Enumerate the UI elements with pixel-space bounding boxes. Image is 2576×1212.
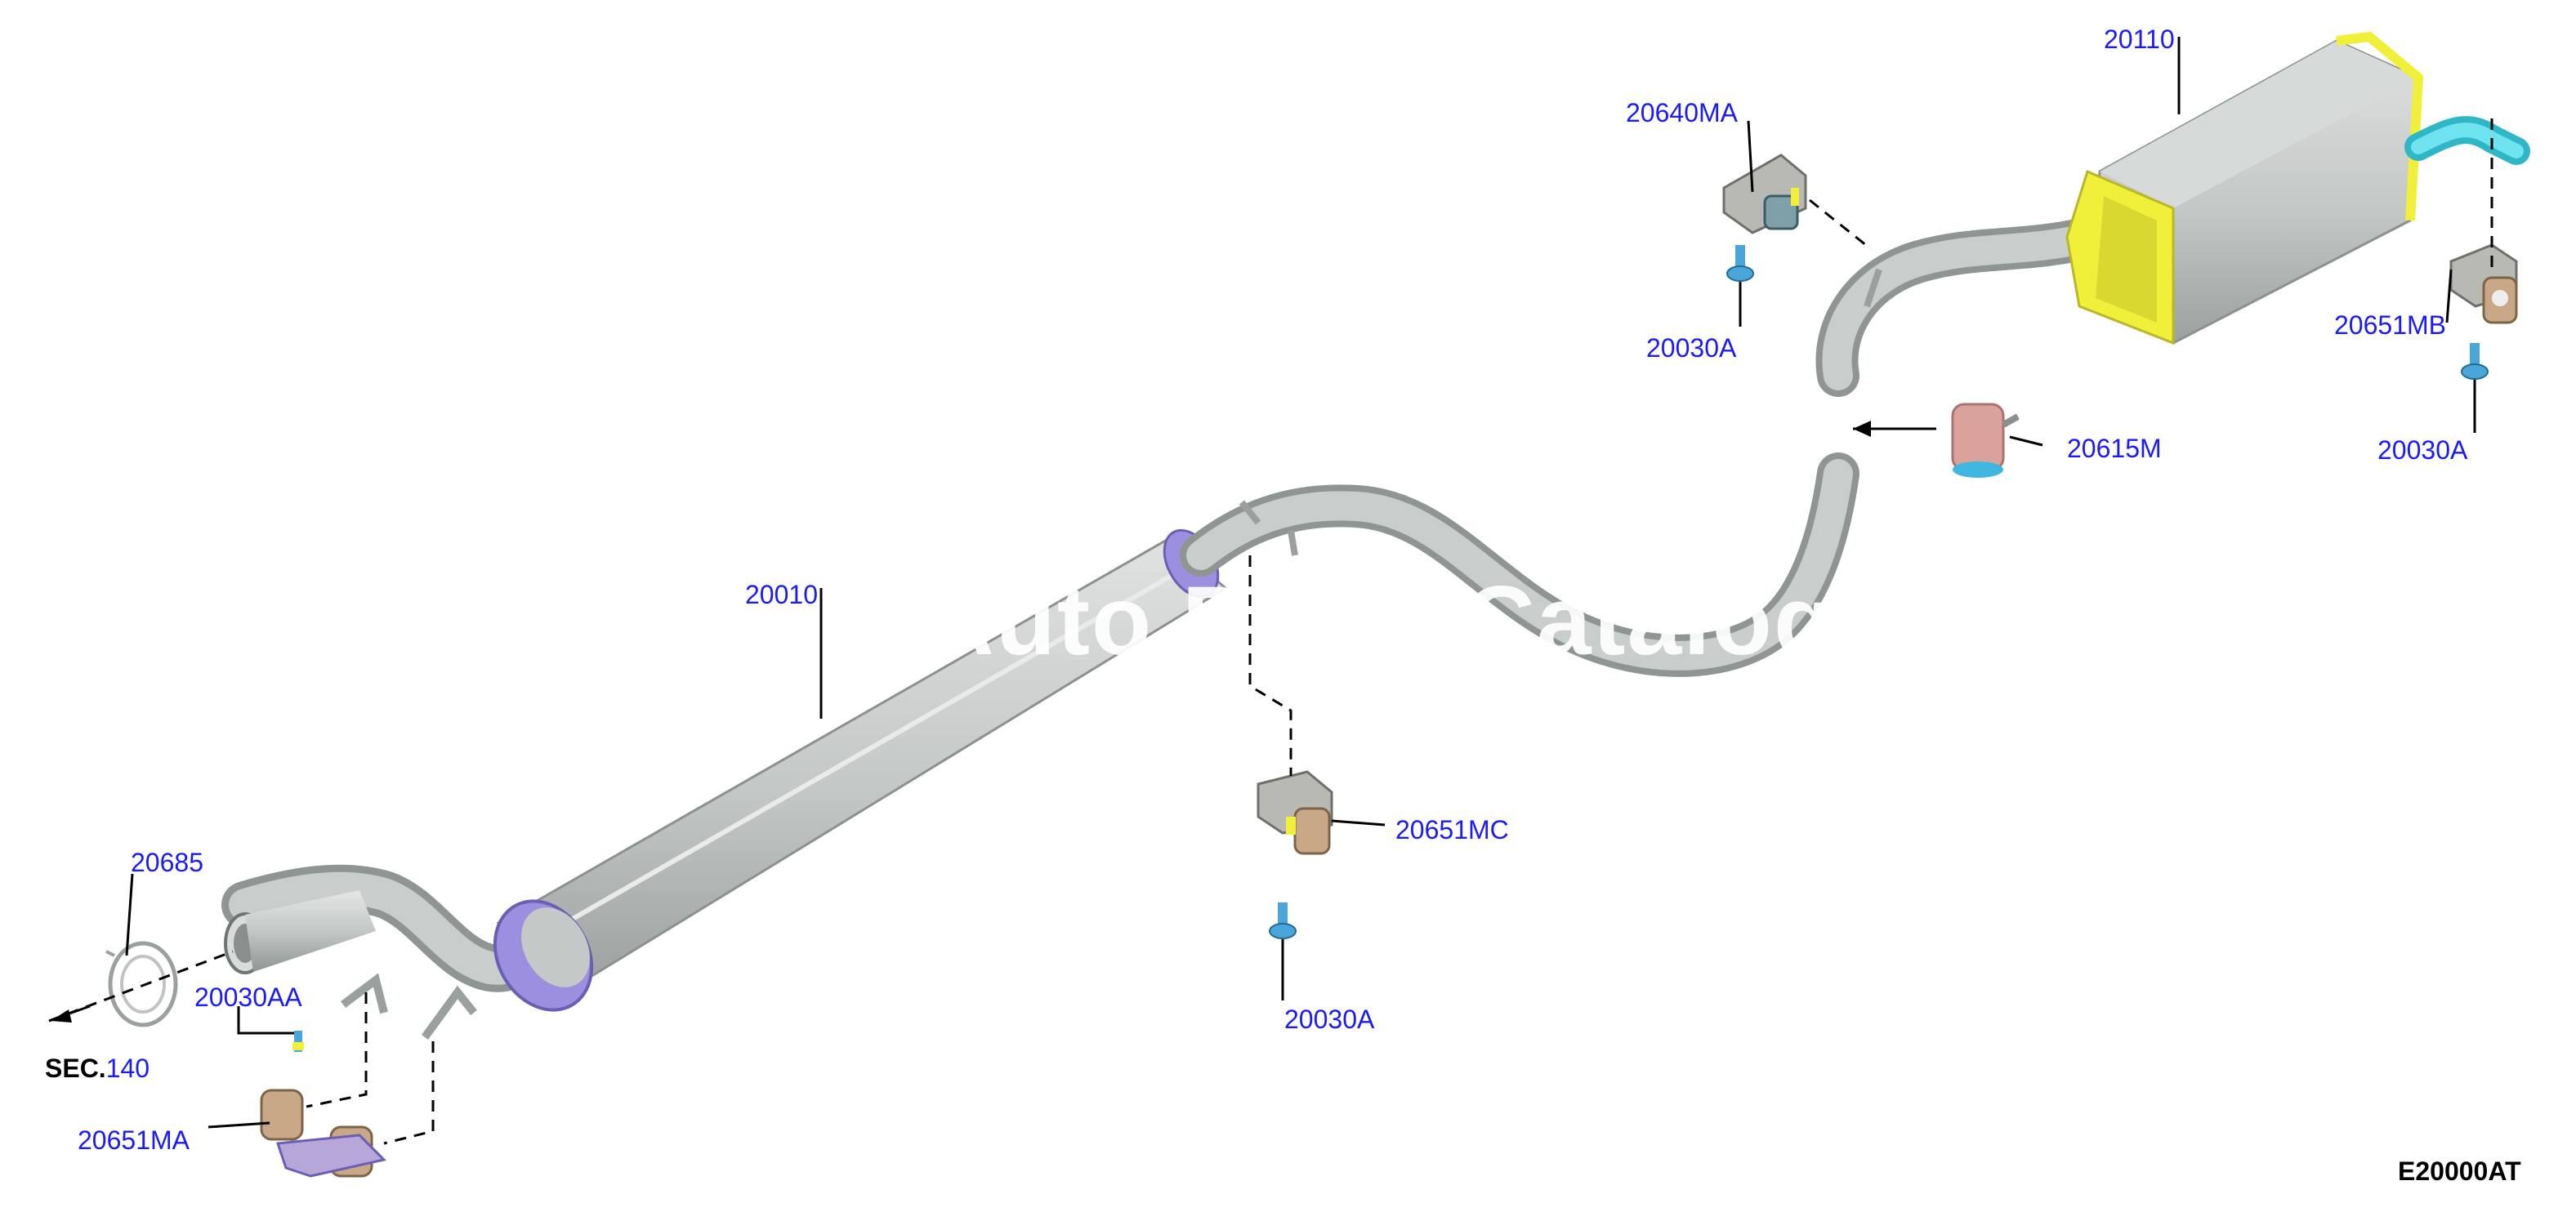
hanger-20651mb — [2449, 243, 2518, 324]
center-muffler-assembly — [221, 528, 1228, 1040]
hanger-20651ma — [260, 1089, 386, 1178]
label-20030aa[interactable]: 20030AA — [194, 983, 302, 1012]
bracket-20640ma — [1722, 154, 1807, 234]
label-20030a-right[interactable]: 20030A — [2377, 435, 2468, 465]
label-20615m[interactable]: 20615M — [2067, 434, 2162, 463]
clamp-20615m — [1853, 403, 2020, 478]
label-20685[interactable]: 20685 — [131, 848, 203, 877]
label-20651mb[interactable]: 20651MB — [2334, 310, 2446, 340]
label-20010[interactable]: 20010 — [745, 580, 818, 609]
rear-muffler-assembly — [1815, 31, 2530, 397]
assembly-dashes — [48, 118, 2493, 1145]
bolt-20030aa — [292, 1031, 304, 1052]
intermediate-pipe — [1180, 452, 1859, 677]
label-20030a-mid[interactable]: 20030A — [1284, 1005, 1375, 1034]
section-arrow — [48, 1005, 91, 1023]
label-20640ma[interactable]: 20640MA — [1626, 98, 1738, 127]
watermark-text: Auto Parts Catalog P — [923, 566, 1931, 675]
label-20030a-top[interactable]: 20030A — [1646, 333, 1737, 363]
section-number: 140 — [105, 1054, 150, 1083]
bolt-20030a-top — [1726, 245, 1754, 282]
label-20110[interactable]: 20110 — [2104, 25, 2175, 54]
leader-lines — [125, 37, 2476, 1129]
section-reference[interactable]: SEC.140 — [45, 1055, 150, 1081]
hanger-20651mc — [1257, 770, 1333, 855]
bolt-20030a-right — [2461, 343, 2489, 380]
figure-code: E20000AT — [2398, 1156, 2521, 1186]
gasket-20685 — [105, 941, 178, 1027]
label-20651mc[interactable]: 20651MC — [1395, 815, 1509, 844]
section-prefix: SEC. — [45, 1054, 106, 1083]
bolt-20030a-mid — [1269, 902, 1297, 939]
label-20651ma[interactable]: 20651MA — [78, 1125, 190, 1155]
